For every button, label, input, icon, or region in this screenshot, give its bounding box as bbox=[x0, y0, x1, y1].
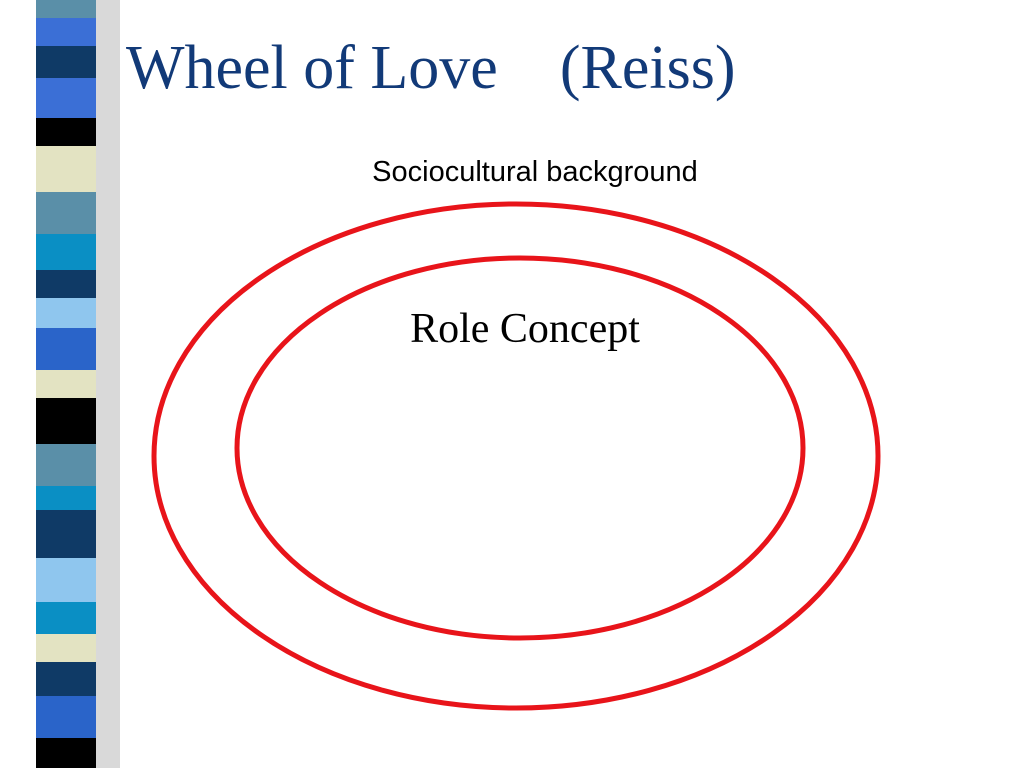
stripe-block bbox=[36, 738, 96, 768]
stripe-block bbox=[36, 696, 96, 738]
slide-title: Wheel of Love (Reiss) bbox=[126, 34, 736, 102]
stripe-block bbox=[36, 510, 96, 558]
decorative-stripe-bar bbox=[36, 0, 120, 768]
stripe-block bbox=[36, 662, 96, 696]
stripe-block bbox=[36, 270, 96, 298]
stripe-block bbox=[36, 370, 96, 398]
stripe-block bbox=[36, 0, 96, 18]
inner-ellipse bbox=[234, 255, 806, 641]
stripe-block bbox=[36, 486, 96, 510]
stripe-block bbox=[36, 234, 96, 270]
stripe-block bbox=[36, 602, 96, 634]
sociocultural-background-label: Sociocultural background bbox=[372, 156, 698, 188]
stripe-block bbox=[36, 398, 96, 444]
stripe-shadow bbox=[94, 0, 120, 768]
stripe-block bbox=[36, 558, 96, 602]
stripe-block bbox=[36, 634, 96, 662]
stripe-block bbox=[36, 328, 96, 370]
stripe-block bbox=[36, 444, 96, 486]
stripe-block bbox=[36, 18, 96, 46]
stripe-block bbox=[36, 118, 96, 146]
stripe-block bbox=[36, 78, 96, 118]
stripe-block bbox=[36, 298, 96, 328]
stripe-block bbox=[36, 192, 96, 234]
stripe-block bbox=[36, 46, 96, 78]
stripe-block bbox=[36, 146, 96, 192]
role-concept-label: Role Concept bbox=[410, 306, 640, 352]
outer-ellipse bbox=[151, 201, 881, 711]
